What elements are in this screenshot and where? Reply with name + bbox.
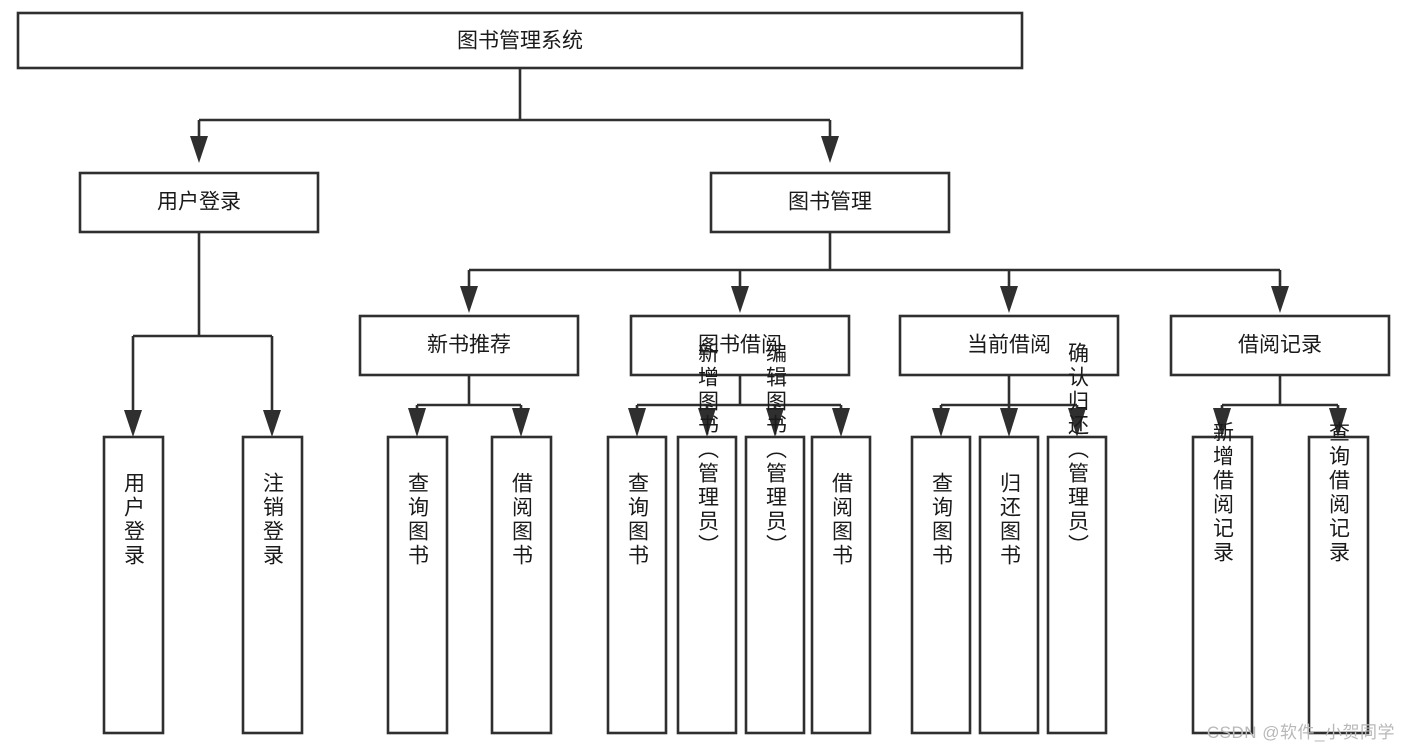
arrow-book-borrow-to-leaf-4	[832, 408, 850, 437]
arrow-new-book-to-leaf-2	[512, 408, 530, 437]
node-root-box[interactable]	[16, 11, 1024, 70]
node-borrow-record[interactable]: 借阅记录	[1169, 314, 1391, 377]
node-root-system[interactable]: 图书管理系统	[16, 11, 1024, 70]
node-current-borrow-label: 当前借阅	[967, 334, 1051, 357]
arrow-book-borrow-to-leaf-2	[698, 408, 716, 437]
arrow-borrow-record-to-leaf-2	[1329, 408, 1347, 437]
arrow-new-book-to-leaf-1	[408, 408, 426, 437]
leaf-node-borrow-query[interactable]: 查询图书	[606, 435, 668, 735]
node-new-book-recommend-box[interactable]	[358, 314, 580, 377]
leaf-node-user-login-logout[interactable]: 注销登录	[241, 435, 304, 735]
arrow-user-login-to-leaf-1	[124, 410, 142, 437]
leaf-label-new-book-query: 查询图书	[406, 472, 430, 568]
node-user-login-label: 用户登录	[157, 191, 241, 214]
leaf-label-current-query: 查询图书	[930, 472, 954, 568]
leaf-box-borrow-query[interactable]	[606, 435, 668, 735]
leaf-node-user-login-login[interactable]: 用户登录	[102, 435, 165, 735]
connector-group-book-mgmt	[460, 232, 1289, 313]
leaf-label-user-login-logout: 注销登录	[261, 472, 285, 568]
connector-group-user-login	[124, 232, 281, 437]
node-book-management-box[interactable]	[709, 171, 951, 234]
leaf-node-new-book-borrow[interactable]: 借阅图书	[490, 435, 553, 735]
leaf-node-record-query[interactable]: 查询借阅记录	[1307, 421, 1370, 735]
node-book-borrow-box[interactable]	[629, 314, 851, 377]
leaf-label-borrow-borrow: 借阅图书	[830, 472, 854, 568]
leaf-node-current-confirm-return[interactable]: 确认归还（管理员）	[1046, 342, 1108, 735]
leaf-box-borrow-edit[interactable]	[744, 435, 806, 735]
node-book-borrow-label: 图书借阅	[698, 334, 782, 357]
arrow-book-mgmt-to-borrow-record	[1271, 286, 1289, 313]
leaf-label-current-confirm-return: 确认归还（管理员）	[1066, 342, 1090, 558]
node-book-management-label: 图书管理	[788, 191, 872, 214]
leaf-label-new-book-borrow: 借阅图书	[510, 472, 534, 568]
arrow-book-mgmt-to-current-borrow	[1000, 286, 1018, 313]
leaf-node-current-query[interactable]: 查询图书	[910, 435, 972, 735]
arrow-user-login-to-leaf-2	[263, 410, 281, 437]
leaf-label-borrow-edit: 编辑图书（管理员）	[764, 342, 788, 558]
leaf-box-record-add[interactable]	[1191, 435, 1254, 735]
connector-group-new-book-recommend	[408, 375, 530, 437]
leaf-label-record-query: 查询借阅记录	[1327, 421, 1351, 565]
leaf-box-record-query[interactable]	[1307, 435, 1370, 735]
node-root-label: 图书管理系统	[457, 30, 583, 53]
leaf-box-current-confirm-return[interactable]	[1046, 435, 1108, 735]
leaf-node-new-book-query[interactable]: 查询图书	[386, 435, 449, 735]
arrow-current-borrow-to-leaf-3	[1068, 408, 1086, 437]
connector-group-root	[190, 68, 839, 163]
arrow-root-to-user-login	[190, 136, 208, 163]
arrow-current-borrow-to-leaf-1	[932, 408, 950, 437]
arrow-borrow-record-to-leaf-1	[1213, 408, 1231, 437]
arrow-root-to-book-mgmt	[821, 136, 839, 163]
leaf-node-borrow-borrow[interactable]: 借阅图书	[810, 435, 872, 735]
node-new-book-recommend[interactable]: 新书推荐	[358, 314, 580, 377]
leaf-box-new-book-borrow[interactable]	[490, 435, 553, 735]
node-current-borrow[interactable]: 当前借阅	[898, 314, 1120, 377]
leaf-box-borrow-add[interactable]	[676, 435, 738, 735]
leaf-label-current-return: 归还图书	[998, 472, 1022, 568]
leaf-label-borrow-query: 查询图书	[626, 472, 650, 568]
leaf-label-borrow-add: 新增图书（管理员）	[696, 342, 720, 558]
node-user-login-box[interactable]	[78, 171, 320, 234]
leaf-box-current-query[interactable]	[910, 435, 972, 735]
arrow-book-mgmt-to-new-book	[460, 286, 478, 313]
leaf-box-new-book-query[interactable]	[386, 435, 449, 735]
leaf-label-record-add: 新增借阅记录	[1211, 421, 1235, 565]
arrow-book-mgmt-to-book-borrow	[731, 286, 749, 313]
leaf-box-borrow-borrow[interactable]	[810, 435, 872, 735]
arrow-book-borrow-to-leaf-1	[628, 408, 646, 437]
node-borrow-record-box[interactable]	[1169, 314, 1391, 377]
leaf-label-user-login-login: 用户登录	[122, 472, 146, 568]
node-new-book-recommend-label: 新书推荐	[427, 334, 511, 357]
leaf-node-borrow-add[interactable]: 新增图书（管理员）	[676, 342, 738, 735]
arrow-current-borrow-to-leaf-2	[1000, 408, 1018, 437]
connector-group-borrow-record	[1213, 375, 1347, 437]
csdn-watermark: CSDN @软件_小贺同学	[1206, 723, 1395, 742]
node-book-management[interactable]: 图书管理	[709, 171, 951, 234]
leaf-node-record-add[interactable]: 新增借阅记录	[1191, 421, 1254, 735]
leaf-box-user-login-login[interactable]	[102, 435, 165, 735]
leaf-box-user-login-logout[interactable]	[241, 435, 304, 735]
leaf-box-current-return[interactable]	[978, 435, 1040, 735]
node-book-borrow[interactable]: 图书借阅	[629, 314, 851, 377]
connector-group-book-borrow	[628, 375, 850, 437]
node-user-login[interactable]: 用户登录	[78, 171, 320, 234]
node-current-borrow-box[interactable]	[898, 314, 1120, 377]
arrow-book-borrow-to-leaf-3	[766, 408, 784, 437]
node-borrow-record-label: 借阅记录	[1238, 334, 1322, 357]
leaf-node-borrow-edit[interactable]: 编辑图书（管理员）	[744, 342, 806, 735]
connector-group-current-borrow	[932, 375, 1086, 437]
leaf-node-current-return[interactable]: 归还图书	[978, 435, 1040, 735]
